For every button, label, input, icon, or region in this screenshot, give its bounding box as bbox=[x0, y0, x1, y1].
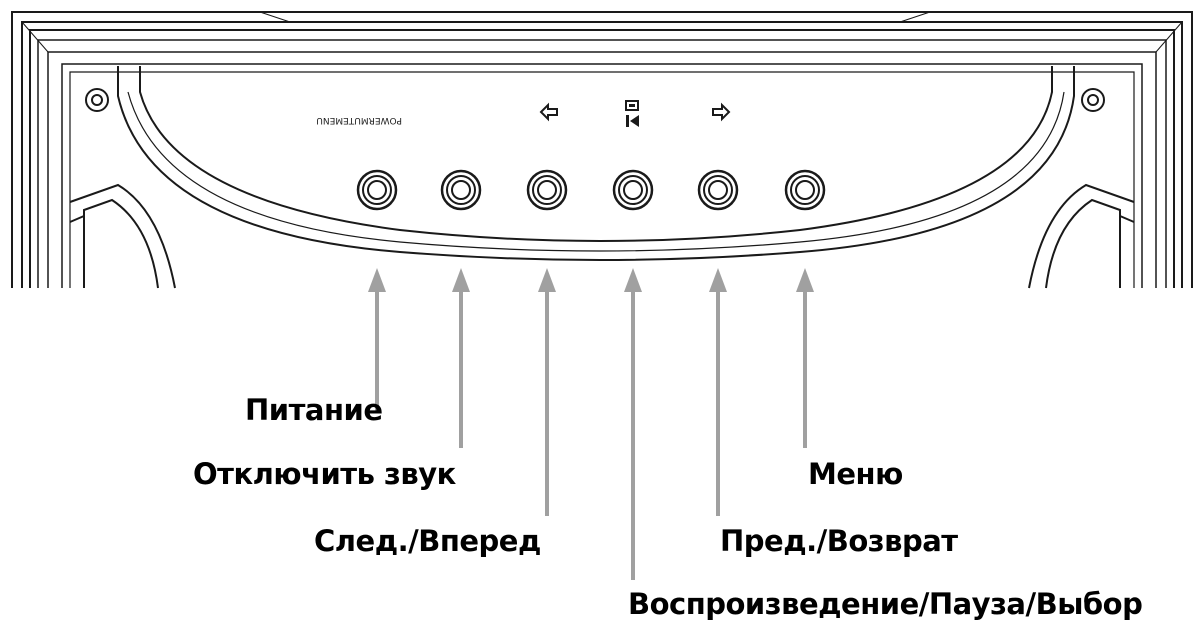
pointer-arrow-power bbox=[368, 268, 386, 412]
right-arrow-icon bbox=[712, 102, 731, 122]
button-menu[interactable] bbox=[784, 169, 826, 211]
pointer-arrow-prev-return bbox=[709, 268, 727, 516]
label-mute: Отключить звук bbox=[193, 457, 456, 491]
side-cutout-right bbox=[1028, 183, 1135, 289]
left-arrow-icon bbox=[539, 102, 558, 122]
control-area-outline bbox=[117, 66, 1075, 261]
label-next-forward: След./Вперед bbox=[314, 524, 541, 558]
label-prev-return: Пред./Возврат bbox=[720, 524, 958, 558]
pointer-arrow-menu bbox=[796, 268, 814, 448]
pointer-arrow-mute bbox=[452, 268, 470, 448]
label-play-pause-select: Воспроизведение/Пауза/Выбор bbox=[628, 587, 1143, 621]
button-mute[interactable] bbox=[440, 169, 482, 211]
button-next-forward[interactable] bbox=[526, 169, 568, 211]
label-power: Питание bbox=[245, 393, 383, 427]
play-pause-icon bbox=[625, 100, 639, 127]
panel-mirrored-label: POWERMUTEMENU bbox=[316, 115, 402, 125]
pointer-arrow-play-pause-select bbox=[624, 268, 642, 580]
screw-left bbox=[85, 88, 109, 112]
label-menu: Меню bbox=[808, 457, 903, 491]
button-play-pause-select[interactable] bbox=[612, 169, 654, 211]
screw-right bbox=[1081, 88, 1105, 112]
pointer-arrow-next-forward bbox=[538, 268, 556, 516]
button-power[interactable] bbox=[356, 169, 398, 211]
button-prev-return[interactable] bbox=[697, 169, 739, 211]
side-cutout-left bbox=[69, 183, 176, 289]
bezel-frame bbox=[11, 11, 1193, 288]
